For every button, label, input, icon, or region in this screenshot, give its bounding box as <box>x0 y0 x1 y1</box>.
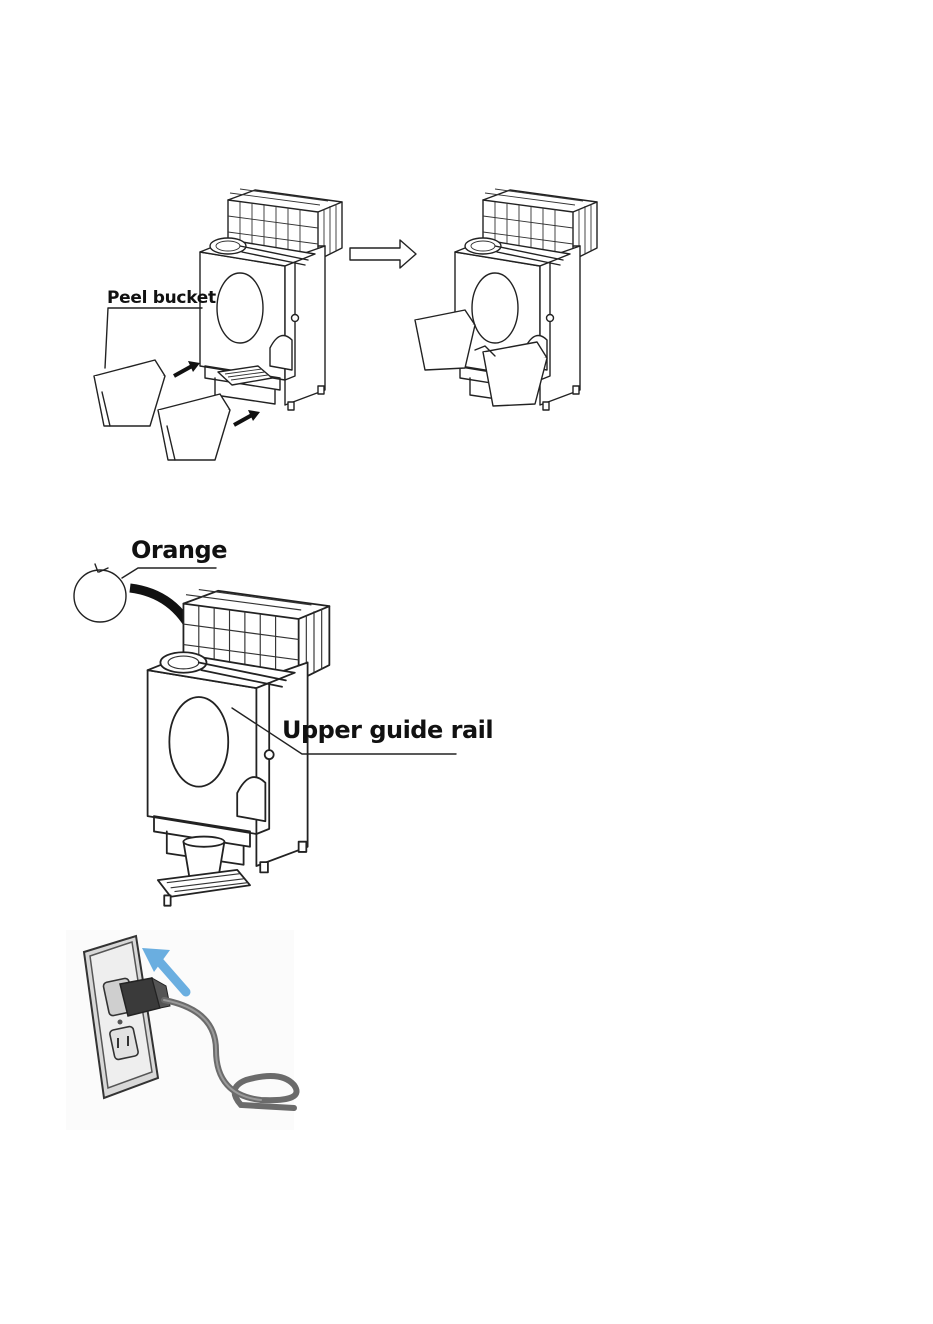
peel-bucket-right <box>158 394 230 460</box>
juicer-machine-left <box>200 189 342 410</box>
orange-icon <box>74 564 126 622</box>
peel-bucket-leader <box>105 308 202 368</box>
upper-guide-rail-label: Upper guide rail <box>282 716 493 744</box>
juicer-machine-loading <box>148 590 330 906</box>
hollow-right-arrow-icon <box>350 240 416 268</box>
figure-plug-in-power <box>66 930 294 1130</box>
figure-install-peel-buckets <box>80 180 600 470</box>
insert-arrow-1 <box>174 361 200 376</box>
orange-label: Orange <box>131 536 227 564</box>
figure-load-oranges <box>70 530 470 890</box>
peel-bucket-label: Peel bucket <box>107 288 216 308</box>
insert-arrow-2 <box>234 410 260 425</box>
peel-bucket-left <box>94 360 165 426</box>
juicer-machine-right <box>415 189 597 410</box>
